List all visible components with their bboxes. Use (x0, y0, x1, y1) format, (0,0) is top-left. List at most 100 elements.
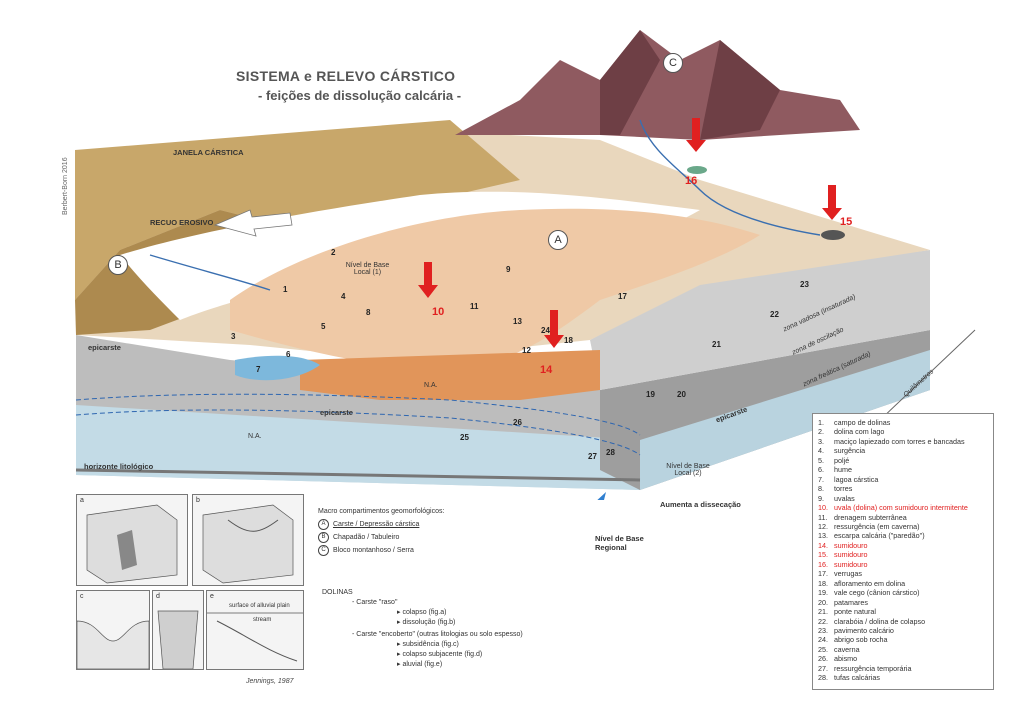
legend-item-text: sumidouro (834, 559, 868, 569)
dolinas-encoberto-item-3: ▸ aluvial (fig.e) (397, 661, 443, 668)
thumb-a-art (86, 504, 178, 584)
thumb-b: b (192, 494, 304, 586)
feature-number-28: 28 (606, 448, 615, 457)
feature-number-22: 22 (770, 310, 779, 319)
dolinas-encoberto-item-3-text: aluvial (fig.e) (402, 661, 443, 668)
thumb-e: e surface of alluvial plain stream (206, 590, 304, 670)
legend-item-number: 5. (818, 455, 824, 465)
legend-item-text: maciço lapiezado com torres e bancadas (834, 436, 965, 446)
legend-item-number: 1. (818, 418, 824, 427)
legend-item-number: 6. (818, 465, 824, 475)
macro-text-a: Carste / Depressão cárstica (333, 521, 420, 528)
legend-item: 21.ponte natural (818, 607, 993, 616)
thumb-a: a (76, 494, 188, 586)
feature-number-8: 8 (366, 308, 371, 317)
karst-lagoon-7 (235, 355, 320, 381)
legend-item: 27.ressurgência temporária (818, 664, 993, 673)
mountains-c-shadow (600, 30, 660, 135)
author-credit: Berbert-Born 2016 (62, 157, 69, 215)
legend-item: 6.hume (818, 465, 993, 474)
feature-number-7: 7 (256, 365, 261, 374)
feature-number-13: 13 (513, 317, 522, 326)
feature-number-23: 23 (800, 280, 809, 289)
legend-item-number: 9. (818, 493, 824, 503)
macro-letter-b: B (318, 531, 329, 543)
legend-item: 14.sumidouro (818, 541, 993, 550)
feature-number-19: 19 (646, 390, 655, 399)
legend-item-number: 12. (818, 521, 828, 531)
dolinas-raso: - Carste "raso" (352, 599, 398, 606)
macro-letter-a: A (318, 518, 329, 530)
legend-item-number: 24. (818, 635, 828, 645)
feature-number-25: 25 (460, 433, 469, 442)
legend-item-number: 14. (818, 540, 828, 550)
legend-item: 1.campo de dolinas (818, 418, 993, 427)
label-nivel-base-local-2: Nível de Base Local (2) (666, 463, 710, 477)
dolinas-encoberto-item-2-text: colapso subjacente (fig.d) (402, 651, 483, 658)
label-epicarste-1: epicarste (88, 343, 121, 352)
legend-item-text: torres (834, 484, 853, 494)
legend-item-text: sumidouro (834, 550, 868, 560)
thumb-c-art (77, 620, 149, 669)
legend-item-text: pavimento calcário (834, 625, 894, 635)
legend-item: 25.caverna (818, 645, 993, 654)
legend-item-text: poljé (834, 455, 850, 465)
legend-item-text: abrigo sob rocha (834, 635, 888, 645)
legend-item: 20.patamares (818, 598, 993, 607)
thumb-d-art (157, 610, 199, 669)
macro-text-b: Chapadão / Tabuleiro (333, 534, 400, 541)
legend-item-number: 16. (818, 559, 828, 569)
legend-item-text: afloramento em dolina (834, 578, 906, 588)
red-arrow-14 (544, 310, 564, 348)
legend-item: 28. tufas calcárias (818, 673, 993, 682)
dolinas-raso-item-1: ▸ colapso (fig.a) (397, 609, 447, 616)
regional-base-arrow (597, 492, 640, 500)
label-nivel-base-regional: Nível de Base Regional (595, 534, 644, 552)
legend-item: 23. pavimento calcário (818, 626, 993, 635)
macro-item-a: A Carste / Depressão cárstica (318, 518, 444, 531)
thumb-e-letter: e (210, 593, 214, 600)
legend-item-text: surgência (834, 446, 866, 456)
thumb-d: d (152, 590, 204, 670)
orange-strata (300, 350, 600, 400)
feature-number-4: 4 (341, 292, 346, 301)
region-marker-a: A (548, 230, 568, 250)
thumb-c-letter: c (80, 593, 84, 600)
legend-item: 12.ressurgência (em caverna) (818, 522, 993, 531)
legend-item-text: uvala (dolina) com sumidouro intermitent… (834, 503, 968, 513)
label-na-1: N.A. (424, 382, 438, 389)
thumb-e-text-stream: stream (253, 617, 272, 623)
legend-item-number: 18. (818, 578, 828, 588)
water-table-line-2 (75, 409, 641, 456)
legend-item-number: 23. (818, 625, 828, 635)
label-janela-carstica: JANELA CÁRSTICA (173, 148, 244, 157)
legend-item-number: 4. (818, 446, 824, 456)
feature-number-27: 27 (588, 452, 597, 461)
feature-number-15: 15 (840, 216, 853, 228)
legend-item-text: ressurgência temporária (834, 663, 912, 673)
legend-item-text: tufas calcárias (834, 673, 880, 683)
label-na-2: N.A. (248, 433, 262, 440)
feature-number-14: 14 (540, 364, 553, 376)
feature-number-3: 3 (231, 332, 236, 341)
legend-item-text: uvalas (834, 493, 855, 503)
legend-item: 15.sumidouro (818, 550, 993, 559)
legend-item-text: lagoa cárstica (834, 474, 879, 484)
feature-number-2: 2 (331, 248, 336, 257)
legend-item-number: 26. (818, 654, 828, 664)
legend-item-number: 13. (818, 531, 828, 541)
thumb-credit: Jennings, 1987 (246, 678, 294, 685)
legend-item: 7.lagoa cárstica (818, 475, 993, 484)
dolinas-encoberto: - Carste "encoberto" (outras litologias … (352, 631, 523, 638)
thumb-c: c (76, 590, 150, 670)
feature-number-18: 18 (564, 336, 573, 345)
legend-item: 16. sumidouro (818, 560, 993, 569)
red-arrow-15 (822, 185, 842, 220)
legend-item-number: 28. (818, 673, 828, 683)
label-recuo-erosivo: RECUO EROSIVO (150, 218, 214, 227)
legend-item: 8.torres (818, 484, 993, 493)
label-nivel-base-local-1: Nível de Base Local (1) (345, 262, 390, 276)
